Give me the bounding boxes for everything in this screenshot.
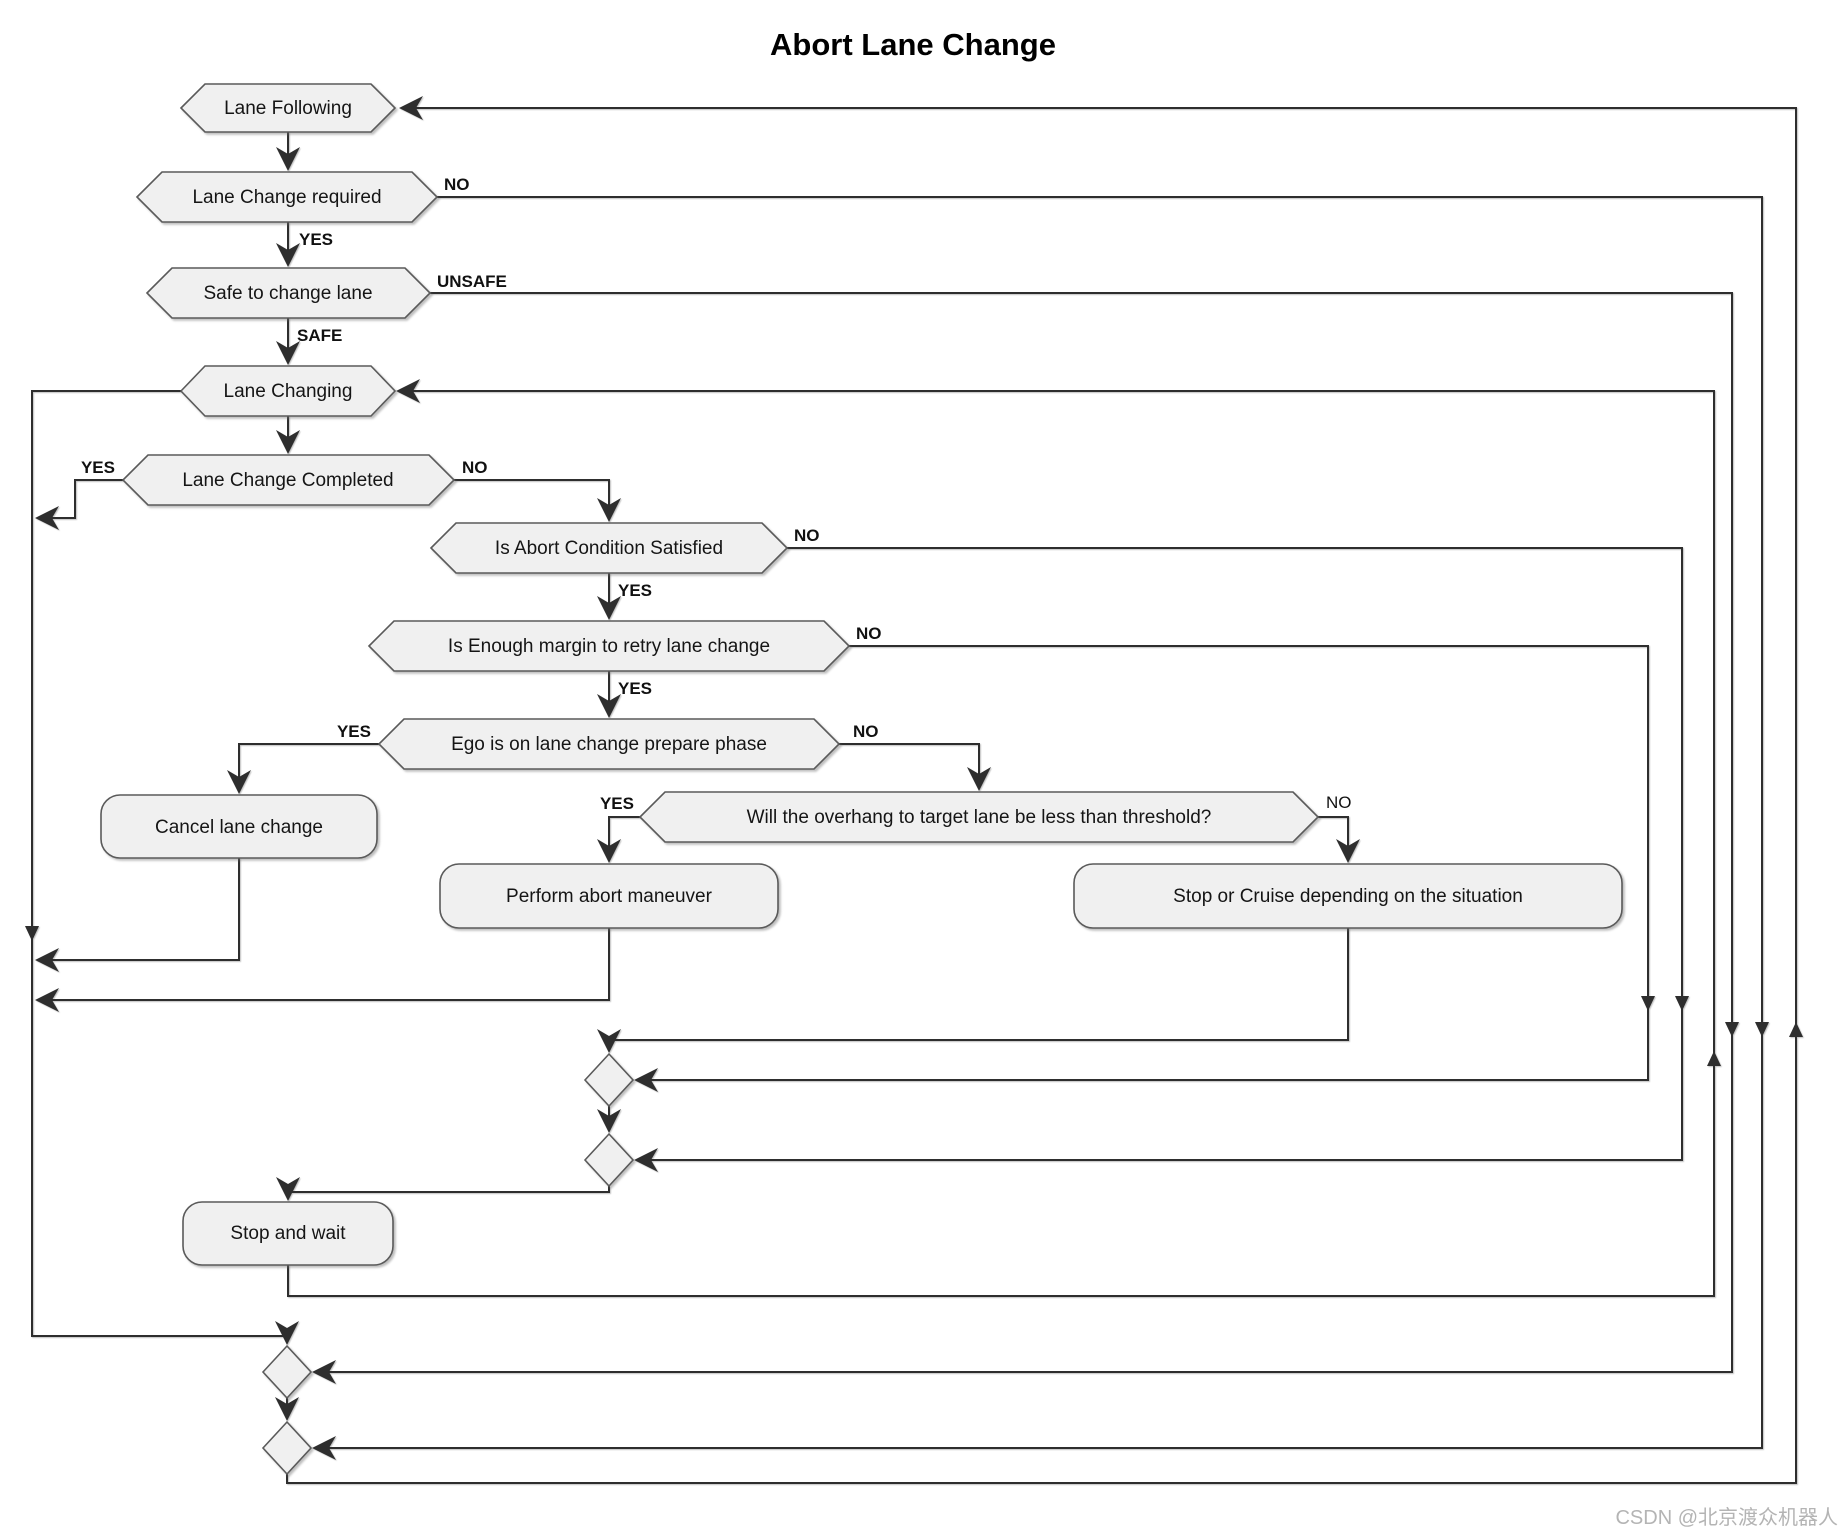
node-merge-diamond-1	[583, 1052, 635, 1108]
node-is-enough-margin	[367, 620, 851, 672]
edge-lccompleted-no	[454, 479, 621, 522]
edge-ego-no	[839, 743, 991, 791]
edge-cancel-merge	[35, 858, 240, 972]
watermark-text: CSDN @北京渡众机器人	[1615, 1506, 1838, 1529]
flow-nodes	[100, 83, 1623, 1476]
node-lane-change-completed	[121, 454, 456, 506]
node-ego-prepare-phase	[377, 718, 841, 770]
node-cancel-lane-change	[100, 794, 378, 859]
edge-label-lccompleted-no: NO	[462, 458, 488, 477]
edge-safe-unsafe-rail	[312, 292, 1733, 1384]
edge-overhang-no	[1318, 816, 1360, 863]
edge-label-safe-safe: SAFE	[297, 326, 342, 345]
node-perform-abort	[439, 863, 779, 929]
mid-arrow-stopwait-rail-up	[1707, 1051, 1721, 1066]
label-lane-following: Lane Following	[224, 98, 352, 119]
node-is-abort-condition-satisfied	[429, 522, 789, 574]
edge-stopwait-loop-to-lanechanging	[287, 379, 1715, 1297]
edge-merge2-to-stopwait	[276, 1177, 610, 1201]
label-stop-and-wait: Stop and wait	[230, 1223, 346, 1244]
mid-arrow-lcrequired-rail-down	[1755, 1022, 1769, 1037]
node-merge-diamond-3	[261, 1344, 313, 1400]
label-perform-abort: Perform abort maneuver	[506, 886, 713, 907]
edge-label-abort-no: NO	[794, 526, 820, 545]
edge-label-safe-unsafe: UNSAFE	[437, 272, 507, 291]
edge-lcrequired-no-rail	[312, 196, 1763, 1460]
label-is-abort-condition-satisfied: Is Abort Condition Satisfied	[495, 538, 723, 559]
edge-label-margin-no: NO	[856, 624, 882, 643]
label-safe-to-change-lane: Safe to change lane	[203, 283, 372, 304]
edge-stopcruise-to-merge1	[597, 928, 1349, 1053]
node-safe-to-change-lane	[145, 267, 432, 319]
mid-arrow-abort-rail-down	[1675, 996, 1689, 1011]
node-lane-change-required	[135, 171, 439, 223]
node-lane-changing	[179, 365, 397, 417]
edge-labels: NO YES UNSAFE SAFE YES NO NO YES NO YES …	[81, 175, 1352, 813]
edge-label-margin-yes: YES	[618, 679, 652, 698]
mid-arrow-left-rail-down	[25, 926, 39, 941]
edge-lccompleted-yes-merge	[35, 479, 123, 530]
node-overhang-threshold	[638, 791, 1320, 843]
flow-edges	[25, 96, 1803, 1484]
label-cancel-lane-change: Cancel lane change	[155, 817, 323, 838]
node-lane-following	[179, 83, 397, 133]
mid-arrow-margin-rail-down	[1641, 996, 1655, 1011]
node-stop-and-wait	[182, 1201, 394, 1266]
node-merge-diamond-2	[583, 1132, 635, 1188]
diagram-title: Abort Lane Change	[770, 27, 1056, 62]
edge-label-lcrequired-yes: YES	[299, 230, 333, 249]
edge-label-lccompleted-yes: YES	[81, 458, 115, 477]
edge-ego-yes	[227, 743, 379, 794]
node-labels: Lane Following Lane Change required Safe…	[155, 98, 1523, 1244]
edge-abort-no-rail	[634, 547, 1683, 1172]
edge-overhang-yes	[597, 816, 640, 863]
label-is-enough-margin: Is Enough margin to retry lane change	[448, 636, 770, 657]
label-lane-change-required: Lane Change required	[192, 187, 381, 208]
mid-arrow-return-rail-up	[1789, 1022, 1803, 1037]
label-lane-changing: Lane Changing	[224, 381, 353, 402]
edge-label-abort-yes: YES	[618, 581, 652, 600]
edge-merge4-return-to-lanefollowing	[286, 96, 1797, 1484]
edge-label-ego-yes: YES	[337, 722, 371, 741]
edge-label-overhang-no: NO	[1326, 793, 1352, 812]
label-lane-change-completed: Lane Change Completed	[182, 470, 393, 491]
node-stop-or-cruise	[1073, 863, 1623, 929]
edge-left-rail-to-merge3	[31, 390, 299, 1345]
edge-label-ego-no: NO	[853, 722, 879, 741]
label-overhang-threshold: Will the overhang to target lane be less…	[747, 807, 1212, 828]
edge-label-overhang-yes: YES	[600, 794, 634, 813]
edge-perform-merge	[35, 928, 610, 1012]
edge-margin-no-rail	[634, 645, 1649, 1092]
mid-arrow-unsafe-rail-down	[1725, 1022, 1739, 1037]
label-stop-or-cruise: Stop or Cruise depending on the situatio…	[1173, 886, 1523, 907]
label-ego-prepare-phase: Ego is on lane change prepare phase	[451, 734, 767, 755]
edge-label-lcrequired-no: NO	[444, 175, 470, 194]
node-merge-diamond-4	[261, 1420, 313, 1476]
